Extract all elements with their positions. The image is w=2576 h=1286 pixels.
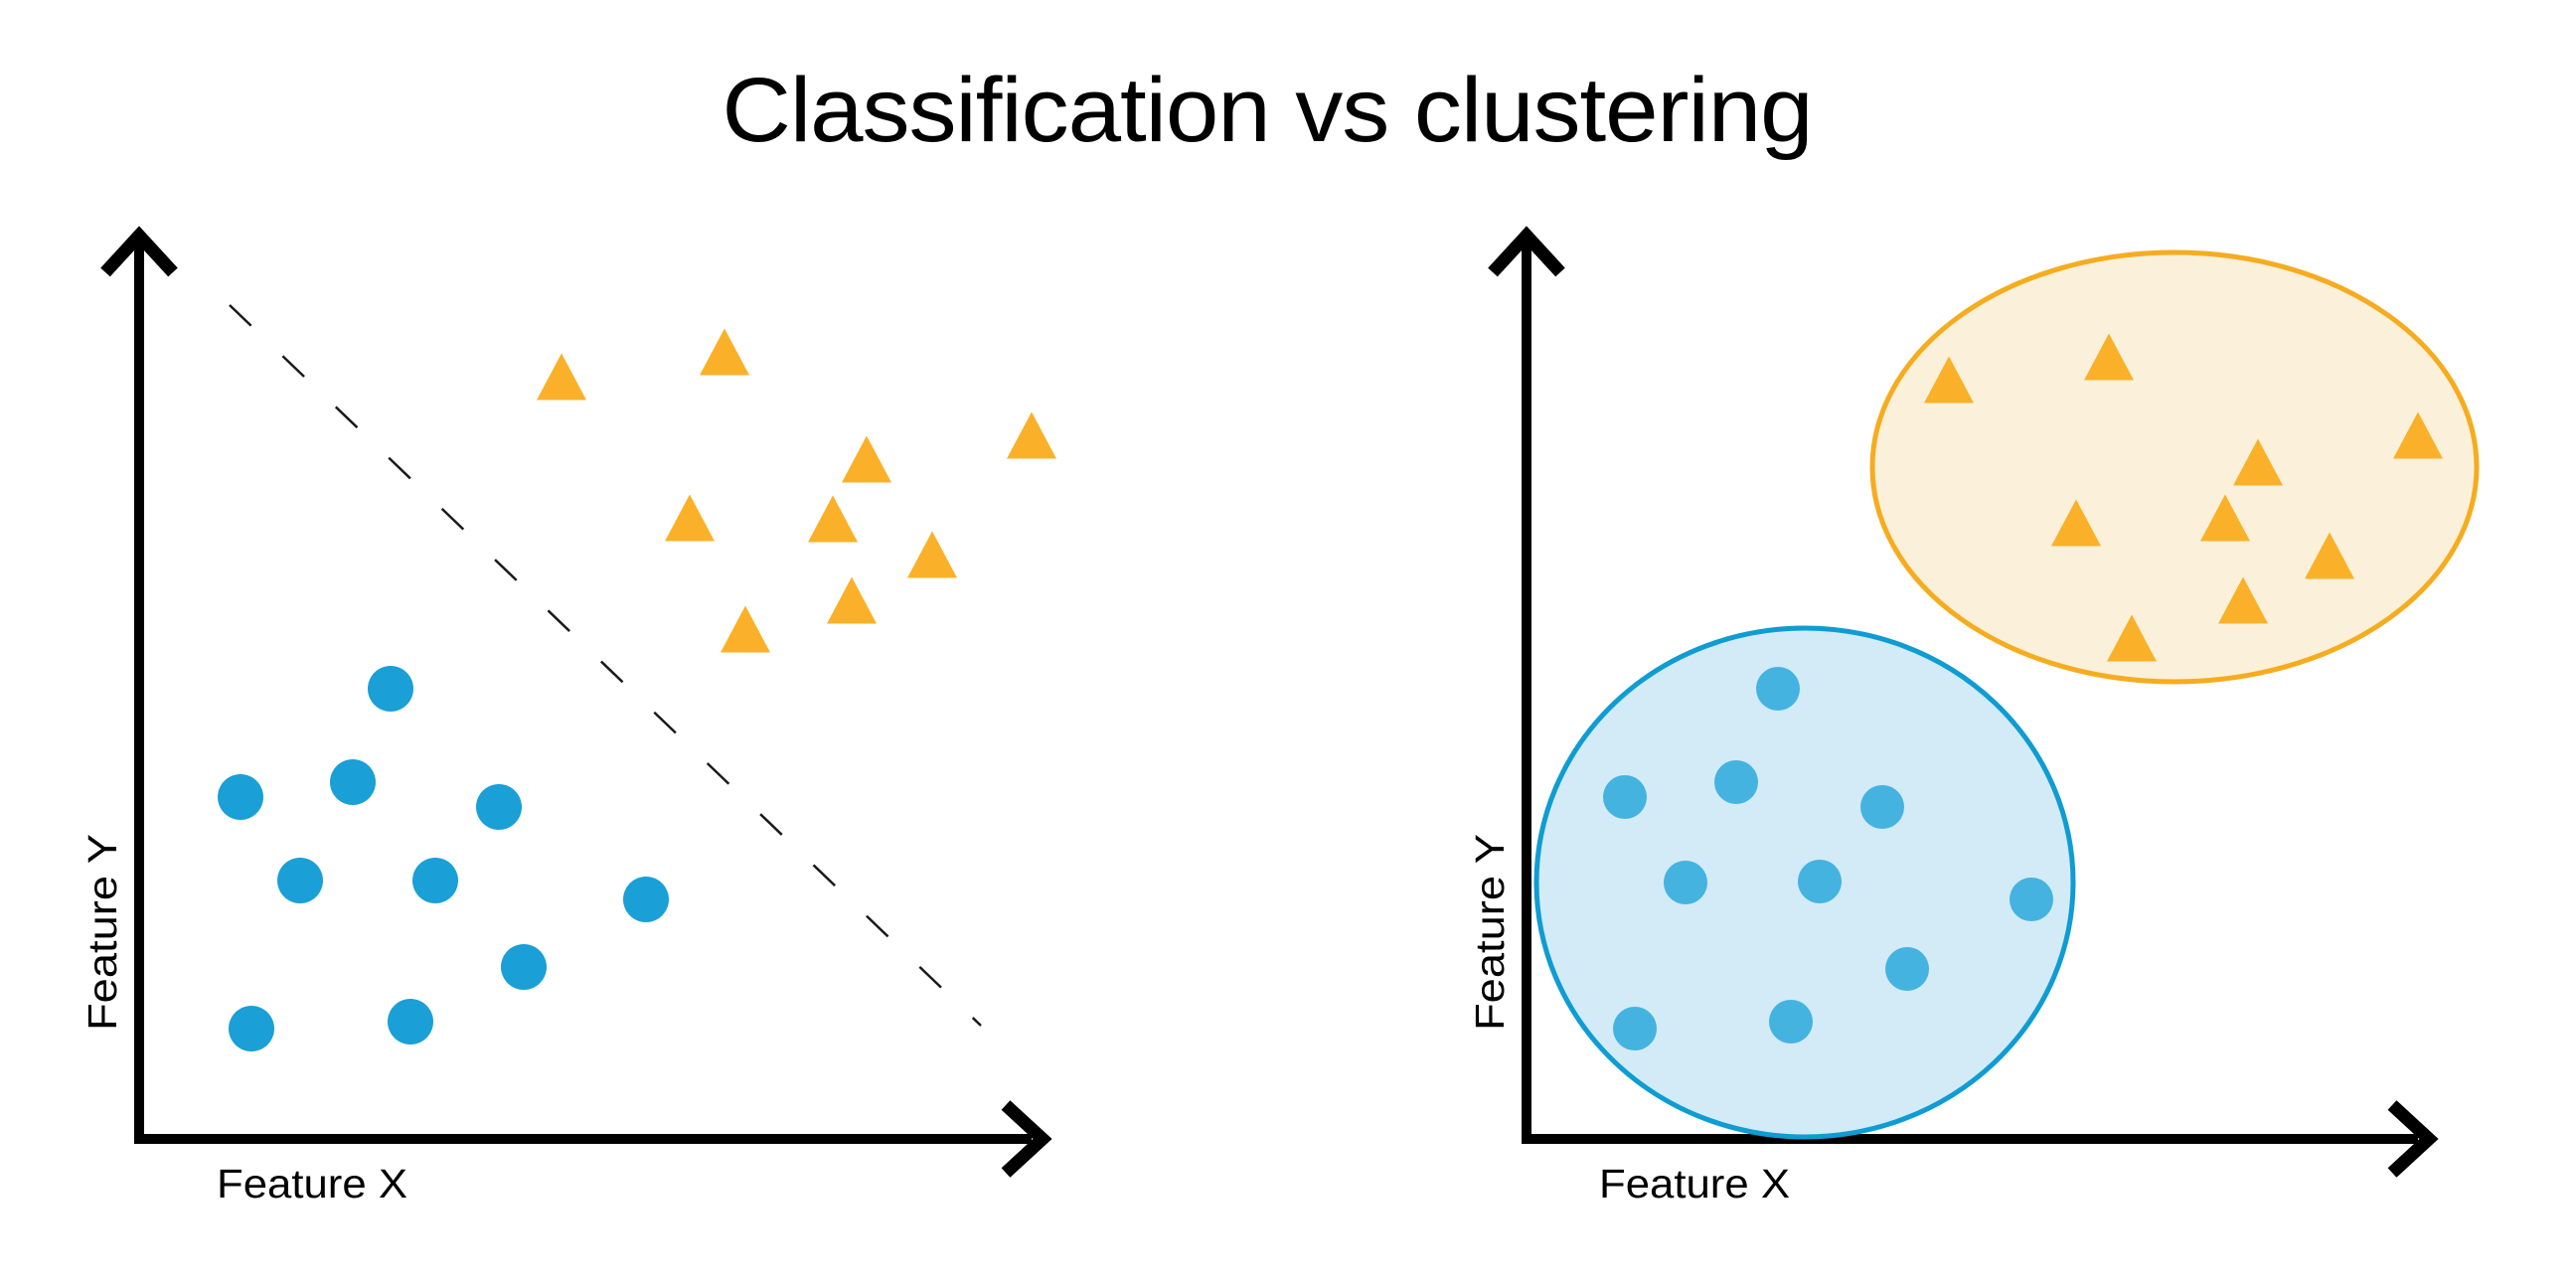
data-point-triangle — [842, 435, 891, 483]
data-point-circle — [501, 944, 547, 990]
data-point-circle — [1885, 947, 1929, 991]
data-point-triangle — [2200, 494, 2250, 542]
data-point-triangle — [1007, 411, 1056, 459]
data-point-circle — [388, 999, 433, 1045]
clustering-axes — [1488, 226, 2439, 1178]
data-point-triangle — [2084, 333, 2134, 381]
data-point-circle — [1613, 1007, 1657, 1050]
data-point-circle — [368, 666, 413, 712]
data-point-circle — [1664, 861, 1707, 904]
y-axis-arrow-icon — [1488, 226, 1565, 277]
decision-boundary-dashed-line — [229, 304, 982, 1027]
data-point-triangle — [700, 328, 749, 376]
classification-plot: Feature Y Feature X — [80, 226, 1056, 1206]
x-axis-arrow-icon — [1001, 1100, 1052, 1178]
data-point-circle — [330, 759, 376, 805]
data-point-triangle — [537, 353, 586, 401]
data-point-triangle — [2051, 499, 2101, 547]
clustering-plot: Feature Y Feature X — [1467, 226, 2480, 1206]
y-axis-label: Feature Y — [1467, 834, 1513, 1031]
data-point-triangle — [808, 495, 858, 543]
data-point-circle — [476, 784, 522, 830]
data-point-triangle — [721, 605, 770, 653]
data-point-circle — [218, 774, 263, 820]
x-axis-label: Feature X — [1599, 1161, 1790, 1206]
data-point-circle — [1769, 1000, 1813, 1044]
data-point-circle — [1756, 667, 1800, 711]
data-point-triangle — [1924, 356, 1974, 403]
data-point-triangle — [2218, 576, 2268, 624]
clustering-data-layer — [1533, 249, 2480, 1140]
figure-title: Classification vs clustering — [723, 60, 1813, 161]
data-point-circle — [623, 877, 669, 922]
data-point-circle — [229, 1006, 274, 1051]
y-axis-arrow-icon — [100, 226, 178, 277]
data-point-circle — [1860, 785, 1904, 829]
data-point-triangle — [827, 576, 877, 624]
data-point-triangle — [665, 494, 715, 542]
cluster-boundary-ellipse — [1869, 249, 2480, 685]
classification-axes — [100, 226, 1052, 1178]
data-point-circle — [1714, 760, 1758, 804]
data-point-triangle — [2393, 411, 2443, 459]
classification-data-layer — [218, 304, 1056, 1051]
data-point-triangle — [2107, 614, 2157, 662]
data-point-circle — [1603, 775, 1647, 819]
data-point-triangle — [2233, 438, 2283, 486]
x-axis-arrow-icon — [2387, 1100, 2439, 1178]
y-axis-label: Feature Y — [80, 834, 125, 1031]
data-point-circle — [412, 858, 458, 903]
data-point-triangle — [2305, 532, 2354, 579]
data-point-circle — [1798, 860, 1842, 903]
data-point-triangle — [907, 531, 957, 578]
data-point-circle — [277, 858, 323, 903]
data-point-circle — [2010, 878, 2053, 921]
x-axis-label: Feature X — [217, 1161, 407, 1206]
